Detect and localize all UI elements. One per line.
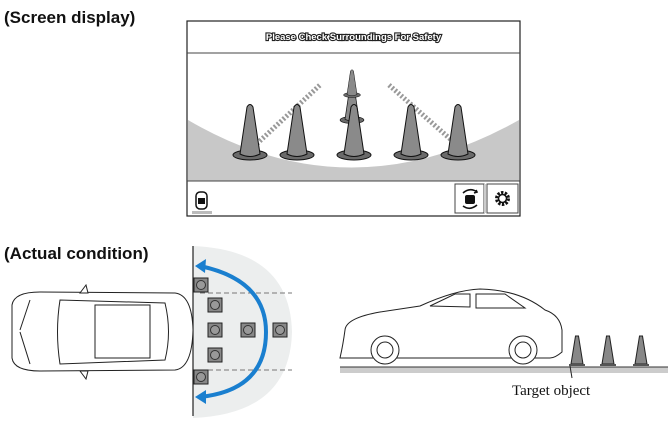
actual-condition-heading: (Actual condition) (4, 244, 149, 263)
gear-icon (495, 191, 510, 206)
car-side-view (339, 288, 563, 365)
camera-view-switch-button[interactable] (454, 183, 486, 214)
target-object-label: Target object (512, 383, 591, 399)
screen-display-heading: (Screen display) (4, 8, 136, 27)
top-view (11, 246, 292, 418)
cone (568, 335, 586, 367)
screen-message: Please Check Surroundings For Safety (265, 31, 442, 44)
camera-view (188, 69, 519, 181)
leader-line (569, 365, 573, 379)
cone (632, 335, 650, 367)
car-rear-icon (192, 191, 212, 214)
camera-view-switch-icon (465, 195, 475, 204)
cone (599, 335, 617, 367)
side-view (339, 288, 668, 379)
car-top-view (11, 283, 194, 381)
screen-display (186, 20, 521, 217)
sweep-arrow (195, 259, 269, 404)
settings-button[interactable] (486, 183, 519, 214)
